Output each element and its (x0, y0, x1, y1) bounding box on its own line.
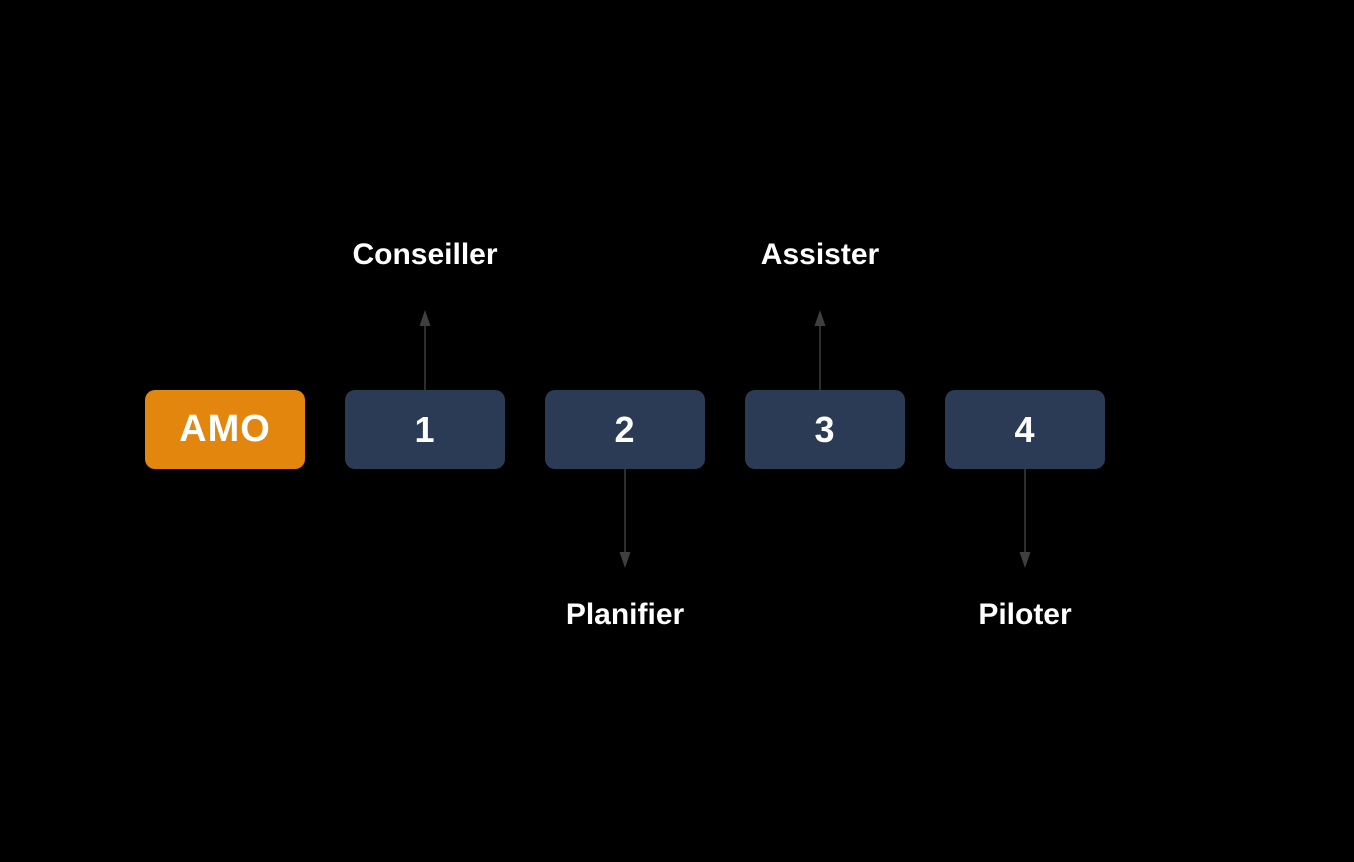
step-box-3-number: 3 (814, 408, 836, 450)
amo-box-label: AMO (179, 408, 271, 450)
step-box-4: 4 (945, 390, 1105, 469)
annotation-piloter: Piloter (978, 598, 1072, 631)
arrow-up-icon-step-3 (814, 310, 826, 390)
annotation-conseiller: Conseiller (352, 238, 498, 271)
annotation-assister: Assister (760, 238, 880, 271)
arrow-down-icon-step-4 (1019, 469, 1031, 568)
annotation-planifier: Planifier (565, 598, 685, 631)
arrow-down-icon-step-2 (619, 469, 631, 568)
amo-box: AMO (145, 390, 305, 469)
step-box-1: 1 (345, 390, 505, 469)
step-box-2-number: 2 (614, 408, 636, 450)
arrow-up-icon-step-1 (419, 310, 431, 390)
step-box-3: 3 (745, 390, 905, 469)
step-box-4-number: 4 (1014, 408, 1036, 450)
step-box-1-number: 1 (414, 408, 436, 450)
step-box-2: 2 (545, 390, 705, 469)
